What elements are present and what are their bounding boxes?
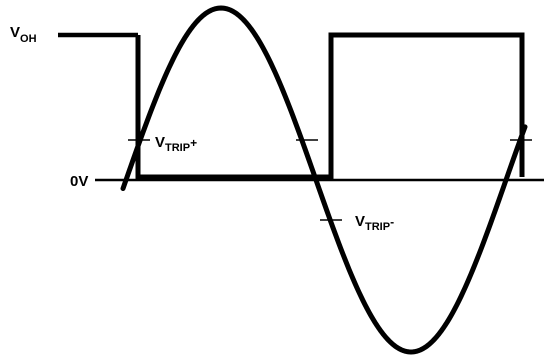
output-square-wave xyxy=(135,32,525,180)
input-sine-wave xyxy=(120,5,528,355)
voh-label: VOH xyxy=(10,24,37,45)
vtrip-plus-label: VTRIP+ xyxy=(155,134,197,154)
vtrip-minus-label: VTRIP- xyxy=(355,213,394,233)
zero-volt-label: 0V xyxy=(70,173,88,190)
